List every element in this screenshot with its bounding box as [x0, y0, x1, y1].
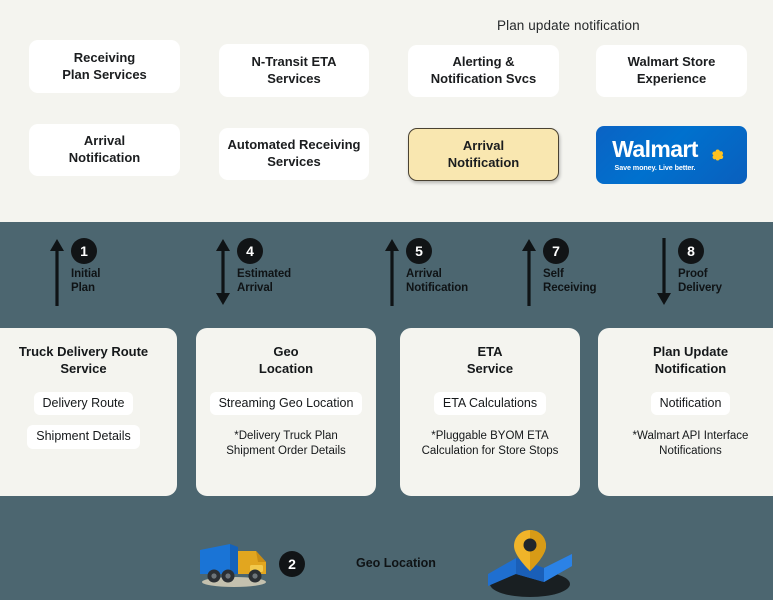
card-label: N-Transit ETA Services — [251, 53, 337, 86]
flow-step-8: 8 Proof Delivery — [655, 236, 722, 308]
card-receiving-plan-services[interactable]: Receiving Plan Services — [29, 40, 180, 93]
card-label: Walmart Store Experience — [627, 54, 716, 86]
card-label: Alerting & Notification Svcs — [430, 54, 537, 86]
card-arrival-notification-highlighted[interactable]: Arrival Notification — [408, 128, 559, 181]
arrow-up-icon — [50, 239, 64, 306]
walmart-wordmark: Walmart Save money. Live better. — [612, 136, 698, 173]
service-card-title: Truck Delivery Route Service — [18, 344, 149, 376]
step-label: Proof Delivery — [678, 268, 722, 294]
service-card-note: *Pluggable BYOM ETA Calculation for Stor… — [421, 430, 559, 458]
step-body: 8 Proof Delivery — [678, 238, 722, 295]
card-label: Automated Receiving Services — [227, 137, 361, 169]
step-body: 1 Initial Plan — [71, 238, 100, 295]
delivery-truck-icon — [200, 544, 266, 587]
service-chip[interactable]: Notification — [650, 391, 731, 416]
service-card-geo-location[interactable]: Geo Location Streaming Geo Location *Del… — [196, 328, 376, 496]
flow-step-7: 7 Self Receiving — [520, 236, 597, 308]
card-n-transit-eta-services[interactable]: N-Transit ETA Services — [219, 44, 369, 97]
arrow-up-down-icon — [216, 239, 230, 305]
step-badge: 8 — [678, 238, 704, 264]
card-label: Arrival Notification — [68, 133, 141, 165]
step-body: 4 Estimated Arrival — [237, 238, 291, 295]
step-badge: 7 — [543, 238, 569, 264]
card-arrival-notification[interactable]: Arrival Notification — [29, 124, 180, 176]
service-card-note: *Delivery Truck Plan Shipment Order Deta… — [226, 430, 346, 458]
step-body: 5 Arrival Notification — [406, 238, 468, 295]
step-badge: 4 — [237, 238, 263, 264]
flow-step-5: 5 Arrival Notification — [383, 236, 468, 308]
walmart-brand-name: Walmart — [612, 136, 698, 163]
service-chip[interactable]: Shipment Details — [27, 425, 140, 450]
flow-step-4: 4 Estimated Arrival — [214, 236, 291, 308]
service-card-truck-delivery-route-service[interactable]: Truck Delivery Route Service Delivery Ro… — [0, 328, 177, 496]
service-chip[interactable]: Delivery Route — [33, 391, 134, 416]
card-label: Arrival Notification — [447, 137, 520, 170]
step-body: 7 Self Receiving — [543, 238, 597, 295]
step-label: Initial Plan — [71, 268, 101, 294]
card-alerting-notification-svcs[interactable]: Alerting & Notification Svcs — [408, 45, 559, 97]
card-automated-receiving-services[interactable]: Automated Receiving Services — [219, 128, 369, 180]
arrow-up-icon — [385, 239, 399, 306]
service-chip[interactable]: Streaming Geo Location — [209, 391, 363, 416]
service-chip[interactable]: ETA Calculations — [433, 391, 547, 416]
step-label: Self Receiving — [543, 268, 597, 294]
flow-step-1: 1 Initial Plan — [48, 236, 100, 308]
walmart-logo: Walmart Save money. Live better. — [612, 136, 731, 173]
service-card-plan-update-notification[interactable]: Plan Update Notification Notification *W… — [598, 328, 773, 496]
card-walmart-logo[interactable]: Walmart Save money. Live better. — [596, 126, 747, 184]
service-card-eta-service[interactable]: ETA Service ETA Calculations *Pluggable … — [400, 328, 580, 496]
service-card-title: Geo Location — [258, 344, 314, 376]
service-card-title: Plan Update Notification — [652, 344, 729, 376]
service-card-title: ETA Service — [466, 344, 514, 376]
arrow-down-icon — [657, 238, 671, 305]
walmart-tagline: Save money. Live better. — [614, 163, 696, 173]
flow-step-2-badge: 2 — [279, 551, 305, 577]
service-card-note: *Walmart API Interface Notifications — [632, 430, 749, 458]
card-label: Receiving Plan Services — [62, 49, 147, 82]
step-label: Estimated Arrival — [237, 268, 292, 294]
step-badge: 1 — [71, 238, 97, 264]
geo-location-caption: Geo Location — [356, 556, 436, 570]
arrow-up-icon — [522, 239, 536, 306]
map-pin-location-icon — [488, 530, 572, 597]
step-label: Arrival Notification — [406, 268, 469, 294]
card-walmart-store-experience[interactable]: Walmart Store Experience — [596, 45, 747, 97]
walmart-spark-icon — [705, 142, 731, 168]
top-services-band: Plan update notification Receiving Plan … — [0, 0, 773, 222]
step-badge: 5 — [406, 238, 432, 264]
plan-update-notification-annotation: Plan update notification — [497, 18, 640, 33]
